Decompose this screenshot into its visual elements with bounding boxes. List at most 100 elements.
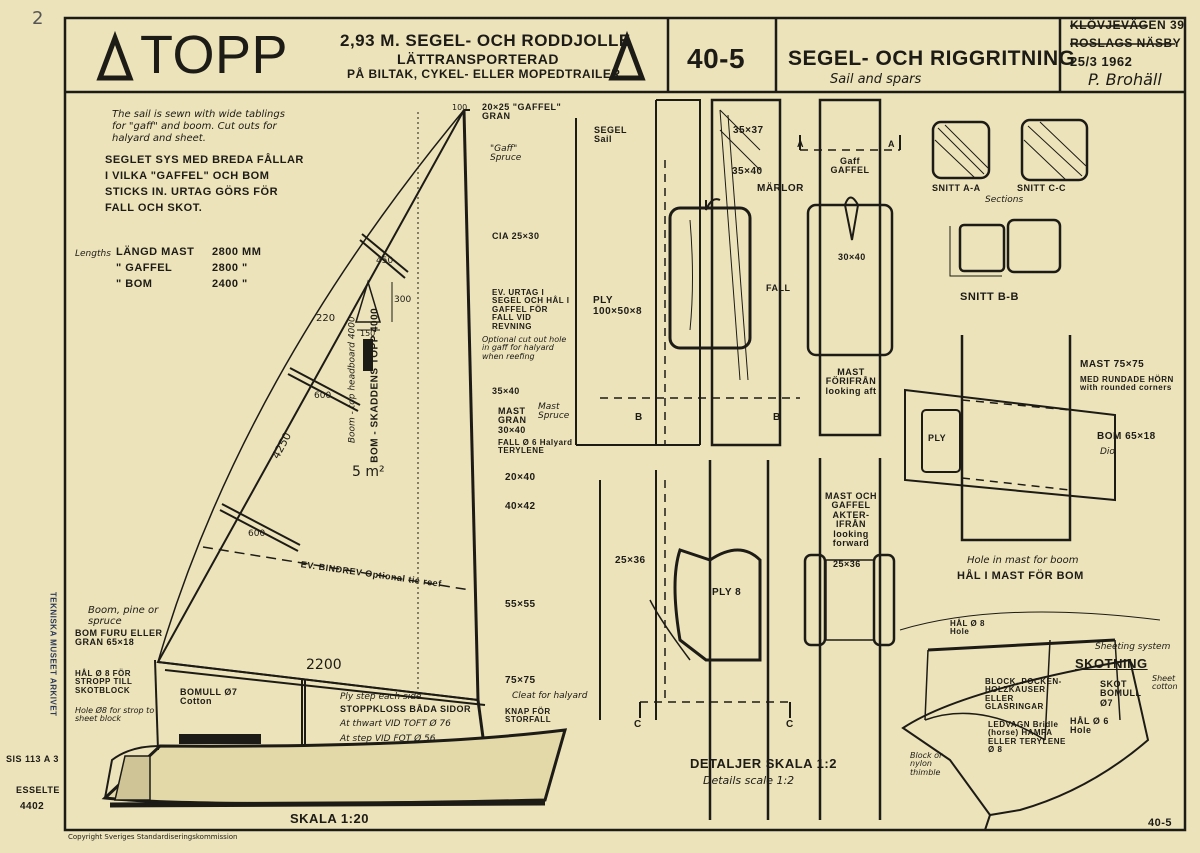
- sail-plan-drawing: [101, 109, 568, 808]
- drawing-number: 40-5: [687, 43, 746, 74]
- label-step-d: At step VID FOT Ø 56: [340, 734, 436, 744]
- note-sv-2: I VILKA "GAFFEL" OCH BOM: [105, 170, 270, 182]
- section-cc-label: SNITT C-C: [1017, 183, 1066, 193]
- detail-mast-front: MAST FÖRIFRÅN looking aft: [825, 367, 877, 396]
- label-20x40: 20×40: [505, 472, 536, 483]
- boom-hole-en: Hole in mast for boom: [967, 555, 1079, 566]
- sheeting-sheet: SKOT BOMULL Ø7: [1100, 679, 1142, 708]
- boom-section-sub: Dio: [1100, 447, 1115, 457]
- boom-section-label: BOM 65×18: [1097, 431, 1156, 442]
- length-boom-label: " BOM: [116, 278, 153, 290]
- address-line2: ROSLAGS NÄSBY: [1070, 36, 1182, 50]
- dim-600b: 600: [248, 529, 266, 539]
- length-gaff-value: 2800 ": [212, 262, 248, 274]
- section-aa-label: SNITT A-A: [932, 183, 981, 193]
- label-step: STOPPKLOSS BÅDA SIDOR: [340, 704, 472, 714]
- detail-35x37: 35×37: [733, 125, 764, 136]
- address-line1: KLÖVJEVÄGEN 39: [1070, 18, 1185, 32]
- label-mast: MAST GRAN 30×40: [498, 406, 527, 435]
- dim-150: 150: [360, 329, 376, 338]
- label-40x42: 40×42: [505, 501, 536, 512]
- footer-number: 40-5: [1148, 817, 1173, 829]
- detail-ply: PLY 100×50×8: [593, 295, 643, 317]
- sheeting-title: SKOTNING: [1075, 656, 1148, 671]
- length-mast-label: LÄNGD MAST: [116, 246, 195, 258]
- detail-25x36b: 25×36: [833, 559, 861, 569]
- lengths-label: Lengths: [75, 249, 111, 259]
- dim-450: 450: [376, 256, 394, 266]
- dim-100: 100: [452, 103, 468, 112]
- sheeting-en: Sheeting system: [1095, 642, 1171, 652]
- detail-ply8: PLY 8: [712, 587, 742, 598]
- label-gaff-en: "Gaff" Spruce: [490, 144, 522, 164]
- dim-600a: 600: [314, 391, 332, 401]
- sheeting-block-en: Block or nylon thimble: [910, 751, 943, 777]
- detail-segel: SEGEL Sail: [594, 125, 627, 145]
- sheeting-drawing: [899, 611, 1161, 831]
- detail-30x40: 30×40: [838, 252, 866, 262]
- sections-drawing: [931, 118, 1089, 277]
- label-boom-en: Boom, pine or spruce: [88, 605, 159, 627]
- label-75x75: 75×75: [505, 675, 536, 686]
- dim-4000: BOM - SKADDENS TOPP 4000: [369, 307, 381, 463]
- detail-marlor: MÄRLOR: [757, 183, 804, 194]
- logo-text: TOPP: [140, 25, 289, 85]
- boom-hole-label: HÅL I MAST FÖR BOM: [957, 570, 1084, 582]
- drawing-title-en: Sail and spars: [830, 72, 922, 87]
- date: 25/3 1962: [1070, 54, 1133, 69]
- section-bb-label: SNITT B-B: [960, 291, 1019, 303]
- detail-35x40: 35×40: [732, 166, 763, 177]
- detail-mast-lower-drawing: [599, 460, 791, 820]
- brand-code: 4402: [20, 801, 45, 812]
- label-cotton: BOMULL Ø7 Cotton: [180, 687, 238, 707]
- detail-gaff: Gaff GAFFEL: [830, 156, 870, 176]
- detail-mast-aft-drawing: [799, 98, 901, 437]
- label-ply-step: Ply step each side: [340, 692, 422, 702]
- detail-mast-head-drawing: [575, 98, 800, 447]
- label-55x55: 55×55: [505, 599, 536, 610]
- note-en-1: The sail is sewn with wide tablings: [112, 109, 285, 120]
- archive-stamp: TEKNISKA MUSEET ARKIVET: [48, 591, 58, 717]
- details-scale: DETALJER SKALA 1:2: [690, 756, 837, 771]
- mast-section-label: MAST 75×75: [1080, 359, 1145, 370]
- drawing-title: SEGEL- OCH RIGGRITNING: [788, 47, 1076, 70]
- section-b-left: B: [635, 412, 643, 423]
- section-a-right: A: [888, 139, 895, 149]
- section-c-right: C: [786, 719, 794, 730]
- subtitle-line3: PÅ BILTAK, CYKEL- ELLER MOPEDTRAILER: [347, 67, 621, 81]
- label-hole: HÅL Ø 8 FÖR STROPP TILL SKOTBLOCK: [75, 669, 133, 695]
- label-boom: BOM FURU ELLER GRAN 65×18: [75, 628, 163, 648]
- brand-mark: ESSELTE: [16, 785, 60, 795]
- corner-mark: 2: [32, 8, 44, 29]
- note-sv-4: FALL OCH SKOT.: [105, 202, 203, 214]
- details-scale-en: Details scale 1:2: [703, 774, 795, 787]
- label-reef-cut-en: Optional cut out hole in gaff for halyar…: [482, 335, 567, 361]
- section-b-right: B: [773, 412, 781, 423]
- sheeting-hole: HÅL Ø 8 Hole: [950, 619, 985, 637]
- dim-2200: 2200: [306, 657, 342, 673]
- mast-section-note: MED RUNDADE HÖRN with rounded corners: [1080, 375, 1174, 393]
- signature: P. Brohäll: [1088, 70, 1162, 89]
- length-mast-value: 2800 MM: [212, 246, 262, 258]
- dim-4000-en: Boom - top headboard 4000: [347, 316, 358, 444]
- note-sv-3: STICKS IN. URTAG GÖRS FÖR: [105, 186, 279, 198]
- ply-section-label: PLY: [928, 433, 947, 443]
- label-reef-cut: EV. URTAG I SEGEL OCH HÅL I GAFFEL FÖR F…: [492, 288, 570, 331]
- label-halyard: FALL Ø 6 Halyard TERYLENE: [498, 438, 573, 456]
- dim-300: 300: [394, 295, 412, 305]
- note-sv-1: SEGLET SYS MED BREDA FÅLLAR: [105, 154, 304, 166]
- subtitle-line1: 2,93 M. SEGEL- OCH RODDJOLLE: [340, 31, 631, 50]
- sis-code: SIS 113 A 3: [6, 754, 59, 764]
- subtitle-line2: LÄTTRANSPORTERAD: [397, 51, 559, 67]
- label-mast-35: 35×40: [492, 386, 520, 396]
- sail-plan-scale: SKALA 1:20: [290, 811, 369, 826]
- length-boom-value: 2400 ": [212, 278, 248, 290]
- label-cia: CIA 25×30: [492, 231, 540, 241]
- mast-boom-hole-drawing: [904, 335, 1116, 542]
- label-hole-en: Hole Ø8 for strop to sheet block: [75, 706, 155, 724]
- detail-fall: FALL: [766, 283, 791, 293]
- sheeting-traveller: LEDVAGN Bridle (horse) HAMPA ELLER TERYL…: [988, 720, 1066, 755]
- note-en-2: for "gaff" and boom. Cut outs for: [112, 121, 277, 132]
